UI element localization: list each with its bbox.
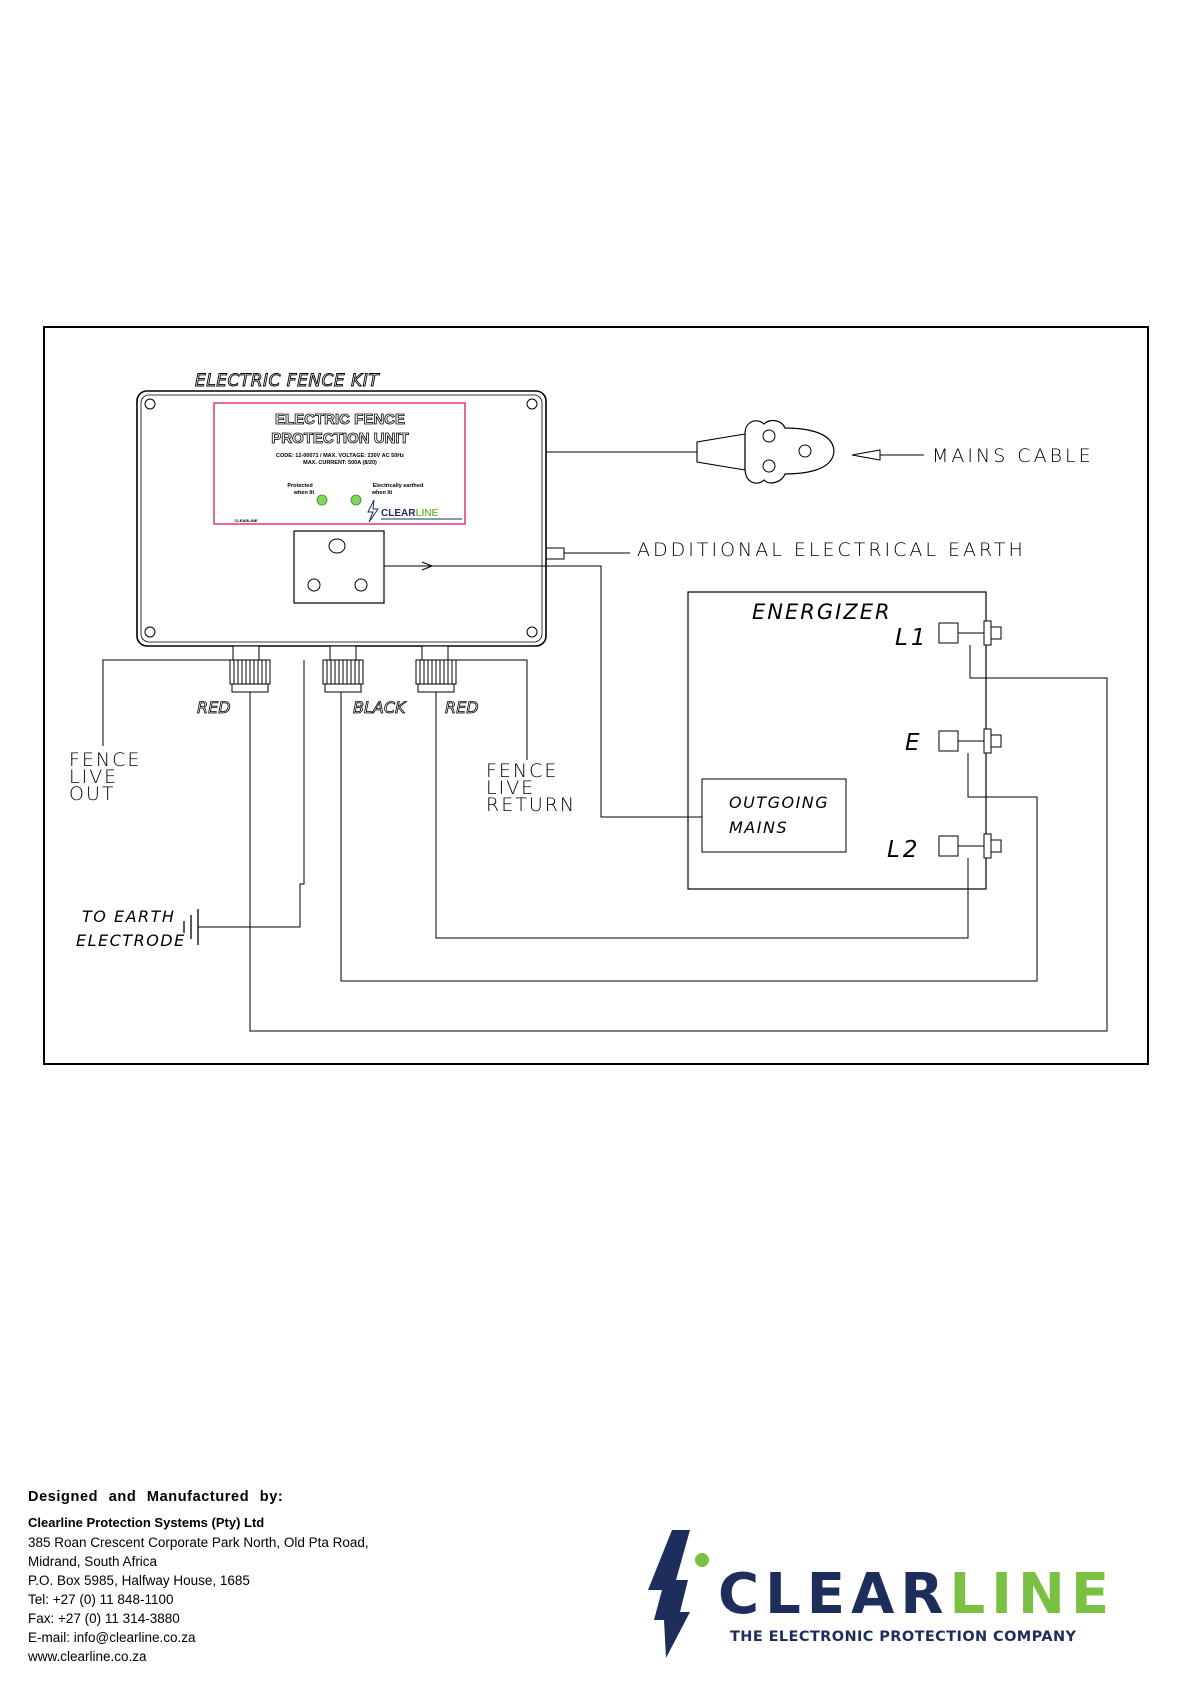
indicator1-line1: Protected	[287, 483, 312, 489]
mains-arrow-icon	[851, 449, 924, 461]
terminal-e-icon	[938, 728, 1002, 754]
additional-earth-label: ADDITIONAL ELECTRICAL EARTH	[637, 539, 1026, 561]
gland-left-icon	[229, 645, 271, 693]
fence-live-return-line3: RETURN	[486, 794, 576, 816]
mains-cable-label: MAINS CABLE	[932, 445, 1094, 467]
gland-middle-icon	[322, 645, 364, 693]
unit-label-title-1: ELECTRIC FENCE	[275, 411, 405, 428]
unit-label: ELECTRIC FENCE PROTECTION UNIT CODE: 12-…	[213, 402, 466, 525]
wiring-lines	[102, 565, 1108, 1032]
footer-fax: Fax: +27 (0) 11 314-3880	[28, 1611, 180, 1626]
indicator2-line2: when lit	[371, 490, 393, 496]
footer-email[interactable]: E-mail: info@clearline.co.za	[28, 1630, 196, 1645]
mini-logo-text: CLEARLINE	[381, 508, 439, 519]
to-earth-line2: ELECTRODE	[76, 931, 186, 950]
unit-label-spec-2: MAX. CURRENT: 500A (8/20)	[303, 460, 377, 466]
unit-label-serial: CLEARLINE	[235, 518, 258, 523]
mains-plug-icon	[546, 419, 835, 484]
mini-logo-bolt-icon	[367, 499, 379, 523]
footer-web[interactable]: www.clearline.co.za	[28, 1649, 147, 1664]
protected-led	[316, 494, 328, 506]
energizer-box	[687, 591, 987, 890]
logo-tagline: THE ELECTRONIC PROTECTION COMPANY	[730, 1629, 1076, 1645]
lightning-bolt-icon	[648, 1530, 709, 1658]
logo-wordmark: CLEARLINE	[718, 1562, 1115, 1627]
gland-red-left-label: RED	[197, 698, 231, 717]
footer-heading: Designed and Manufactured by:	[28, 1489, 284, 1505]
additional-earth-stud-icon	[545, 547, 630, 560]
gland-red-right-label: RED	[445, 698, 479, 717]
fence-live-out-line2: LIVE	[69, 766, 118, 788]
unit-label-title-2: PROTECTION UNIT	[271, 430, 409, 447]
indicator2-line1: Electrically earthed	[373, 483, 423, 489]
terminal-e-label: E	[905, 730, 920, 756]
kit-title: ELECTRIC FENCE KIT	[195, 371, 380, 391]
fence-live-out-line3: OUT	[69, 783, 115, 805]
socket-arrow-icon	[421, 561, 433, 571]
outgoing-mains-line2: MAINS	[729, 818, 788, 837]
manufacturer-info: Designed and Manufactured by: Clearline …	[28, 1488, 448, 1666]
terminal-l1-icon	[938, 620, 1002, 646]
earthed-led	[350, 494, 362, 506]
terminal-l2-icon	[938, 833, 1002, 859]
footer-po-box: P.O. Box 5985, Halfway House, 1685	[28, 1573, 250, 1588]
indicator1-line2: when lit	[293, 490, 315, 496]
outgoing-mains-line1: OUTGOING	[729, 793, 829, 812]
footer-tel: Tel: +27 (0) 11 848-1100	[28, 1592, 174, 1607]
fence-live-out-line1: FENCE	[69, 749, 141, 771]
footer-company: Clearline Protection Systems (Pty) Ltd	[28, 1515, 265, 1530]
terminal-l2-label: L2	[887, 837, 920, 863]
diagram-frame	[43, 326, 1149, 1065]
gland-black-label: BLACK	[353, 698, 407, 717]
gland-right-icon	[415, 645, 457, 693]
footer-address1: 385 Roan Crescent Corporate Park North, …	[28, 1535, 369, 1550]
to-earth-line1: TO EARTH	[82, 907, 175, 926]
energizer-label: ENERGIZER	[752, 600, 892, 624]
footer-address2: Midrand, South Africa	[28, 1554, 158, 1569]
socket-outlet	[293, 530, 385, 604]
earth-ground-icon	[183, 909, 199, 945]
fence-live-return-line1: FENCE	[486, 760, 558, 782]
clearline-logo: CLEARLINE THE ELECTRONIC PROTECTION COMP…	[648, 1530, 1115, 1658]
fence-live-return-line2: LIVE	[486, 777, 535, 799]
unit-label-spec-1: CODE: 12-00071 / MAX. VOLTAGE: 230V AC 5…	[276, 453, 404, 459]
outgoing-mains-box	[701, 778, 847, 853]
terminal-l1-label: L1	[895, 625, 928, 651]
